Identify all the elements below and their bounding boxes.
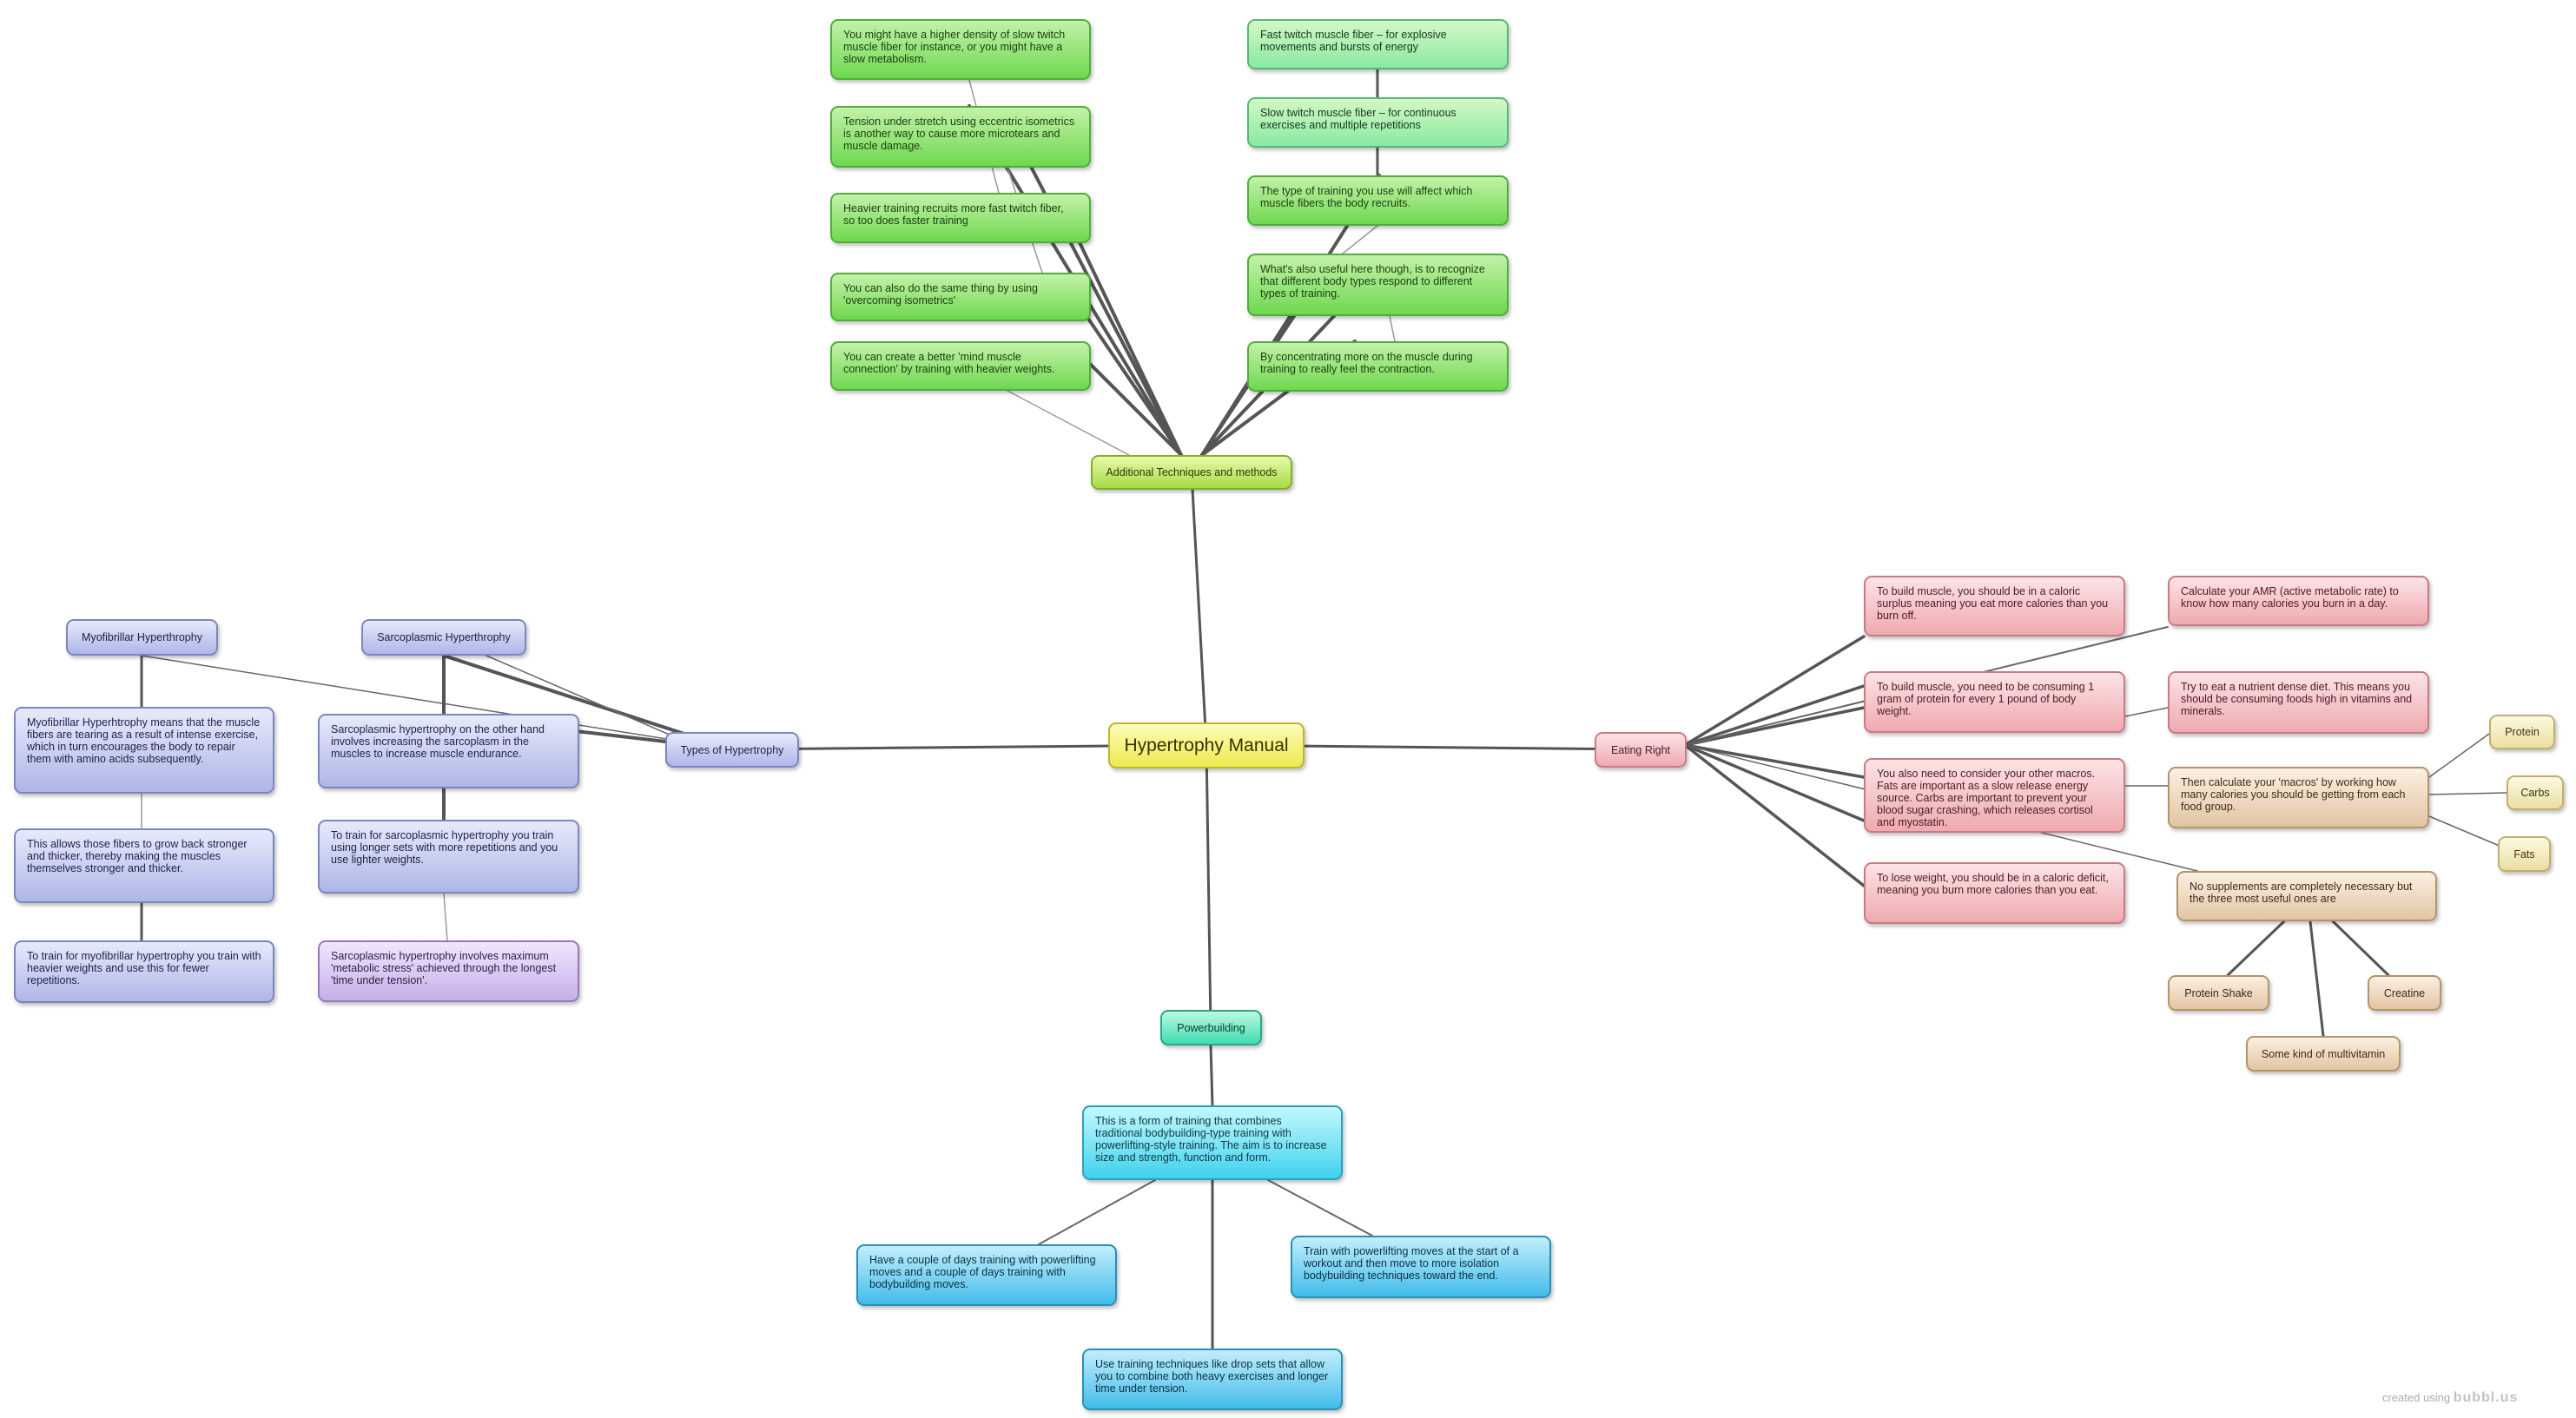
node-technique-4[interactable]: You can also do the same thing by using …	[830, 273, 1091, 321]
node-myofibrillar-2[interactable]: This allows those fibers to grow back st…	[14, 828, 274, 903]
connector-line	[2124, 707, 2169, 717]
node-powerbuilding[interactable]: Powerbuilding	[1160, 1010, 1262, 1045]
node-calculate-amr[interactable]: Calculate your AMR (active metabolic rat…	[2168, 576, 2429, 626]
central-topic[interactable]: Hypertrophy Manual	[1108, 722, 1305, 768]
node-macro-carbs[interactable]: Carbs	[2507, 775, 2564, 810]
connector-line	[1342, 225, 1378, 254]
node-eating-3[interactable]: You also need to consider your other mac…	[1864, 758, 2125, 833]
connector-line	[1683, 684, 1866, 747]
connector-line	[443, 893, 448, 941]
node-sarcoplasmic-2[interactable]: To train for sarcoplasmic hypertrophy yo…	[318, 820, 579, 894]
node-supplement-protein-shake[interactable]: Protein Shake	[2168, 975, 2269, 1011]
node-technique-10[interactable]: By concentrating more on the muscle duri…	[1247, 341, 1509, 392]
node-myofibrillar-3[interactable]: To train for myofibrillar hypertrophy yo…	[14, 940, 274, 1003]
connector-line	[1082, 356, 1183, 457]
connector-line	[1683, 635, 1866, 747]
node-technique-9[interactable]: What's also useful here though, is to re…	[1247, 254, 1509, 316]
node-supplements[interactable]: No supplements are completely necessary …	[2176, 871, 2437, 921]
connector-line	[1190, 472, 1208, 747]
connector-line	[1067, 217, 1183, 457]
node-powerbuilding-2[interactable]: Train with powerlifting moves at the sta…	[1291, 1236, 1551, 1298]
connector-line	[1683, 706, 1866, 747]
connector-line	[1267, 1179, 1373, 1237]
node-macro-fats[interactable]: Fats	[2498, 836, 2551, 872]
node-supplement-multivitamin[interactable]: Some kind of multivitamin	[2246, 1036, 2401, 1072]
node-macro-protein[interactable]: Protein	[2489, 715, 2555, 749]
connector-line	[1683, 743, 1866, 822]
node-powerbuilding-1[interactable]: Have a couple of days training with powe…	[856, 1244, 1117, 1306]
node-powerbuilding-definition[interactable]: This is a form of training that combines…	[1082, 1105, 1343, 1180]
node-sarcoplasmic-1[interactable]: Sarcoplasmic hypertrophy on the other ha…	[318, 714, 579, 788]
node-technique-2[interactable]: Tension under stretch using eccentric is…	[830, 106, 1091, 168]
connector-line	[2428, 792, 2507, 795]
connector-line	[2331, 920, 2390, 977]
node-technique-8[interactable]: The type of training you use will affect…	[1247, 175, 1509, 226]
node-myofibrillar-1[interactable]: Myofibrillar Hyperhtrophy means that the…	[14, 707, 274, 794]
node-eating-right[interactable]: Eating Right	[1595, 732, 1687, 768]
node-technique-7[interactable]: Slow twitch muscle fiber – for continuou…	[1247, 97, 1509, 148]
node-calculate-macros[interactable]: Then calculate your 'macros' by working …	[2168, 767, 2429, 828]
node-powerbuilding-3[interactable]: Use training techniques like drop sets t…	[1082, 1349, 1343, 1410]
node-technique-3[interactable]: Heavier training recruits more fast twit…	[830, 193, 1091, 243]
connector-line	[2428, 733, 2490, 778]
node-eating-2[interactable]: To build muscle, you need to be consumin…	[1864, 671, 2125, 733]
node-myofibrillar[interactable]: Myofibrillar Hyperthrophy	[66, 619, 218, 656]
connector-line	[1683, 743, 1866, 887]
connector-line	[1683, 743, 1866, 779]
footer-credit: created using bubbl.us	[2382, 1390, 2518, 1406]
footer-brand-logo: bubbl.us	[2453, 1390, 2519, 1405]
connector-line	[2428, 815, 2502, 848]
node-technique-5[interactable]: You can create a better 'mind muscle con…	[830, 341, 1091, 391]
node-technique-6[interactable]: Fast twitch muscle fiber – for explosive…	[1247, 19, 1509, 69]
node-sarcoplasmic[interactable]: Sarcoplasmic Hyperthrophy	[361, 619, 526, 656]
connector-line	[1389, 315, 1396, 342]
footer-prefix: created using	[2382, 1391, 2451, 1404]
node-eating-4[interactable]: To lose weight, you should be in a calor…	[1864, 862, 2125, 924]
node-types-of-hypertrophy[interactable]: Types of Hypertrophy	[665, 732, 799, 768]
connector-line	[1205, 743, 1212, 1029]
node-nutrient-dense[interactable]: Try to eat a nutrient dense diet. This m…	[2168, 671, 2429, 734]
connector-line	[1007, 390, 1130, 456]
node-eating-1[interactable]: To build muscle, you should be in a calo…	[1864, 576, 2125, 636]
node-additional-techniques[interactable]: Additional Techniques and methods	[1091, 455, 1292, 490]
connector-line	[1209, 1044, 1214, 1107]
connector-line	[2308, 920, 2325, 1038]
node-supplement-creatine[interactable]: Creatine	[2368, 975, 2441, 1011]
connector-line	[1038, 1179, 1156, 1245]
node-sarcoplasmic-3[interactable]: Sarcoplasmic hypertrophy involves maximu…	[318, 940, 579, 1002]
connector-line	[2226, 920, 2286, 977]
node-technique-1[interactable]: You might have a higher density of slow …	[830, 19, 1091, 80]
